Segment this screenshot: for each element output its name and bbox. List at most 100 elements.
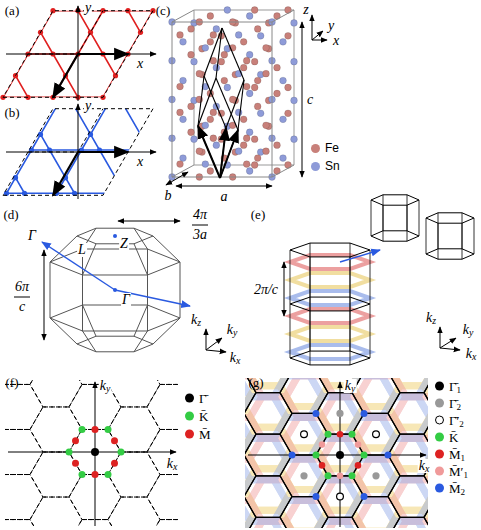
legend-text: M̄′1	[449, 465, 468, 478]
sn-atom	[202, 161, 209, 168]
legend-text: Γ̄2	[449, 397, 461, 410]
axis-label: L	[77, 243, 87, 257]
bond-triangle	[53, 54, 78, 76]
legend-entry: M̄	[185, 428, 211, 441]
surface-zone-f	[0, 339, 199, 530]
zone-edge	[50, 318, 77, 344]
ky-axis	[206, 338, 222, 350]
surface-zone-g	[202, 334, 472, 530]
fe-atom	[218, 58, 225, 65]
gamma-point	[91, 448, 99, 456]
sn-atom	[213, 64, 220, 71]
legend-swatch	[311, 144, 320, 153]
k-point	[105, 471, 112, 478]
legend-text: Γ̄1	[449, 380, 461, 393]
axis-label: 6π	[14, 280, 30, 294]
axis-label: 3a	[192, 228, 208, 242]
fe-atom	[188, 103, 195, 110]
bond-triangle	[32, 48, 50, 64]
kx-axis	[440, 348, 460, 350]
fe-atom	[177, 109, 184, 116]
legend-entry: K̄	[435, 431, 458, 444]
symbol: k	[466, 346, 472, 361]
x-axis	[6, 54, 156, 55]
bond-triangle	[50, 63, 82, 91]
crystal-structure	[166, 7, 327, 186]
k-point	[325, 472, 332, 479]
panel-label: (c)	[155, 4, 171, 17]
sn-atom	[191, 58, 198, 65]
kagome-lattice	[0, 48, 232, 265]
legend-text: Fe	[325, 142, 339, 154]
sn-atom	[235, 32, 242, 39]
zone-face	[426, 249, 474, 259]
symbol: M̄	[449, 481, 461, 496]
ky-axis	[440, 338, 456, 348]
zone-edge	[153, 236, 180, 262]
bond-triangle	[103, 54, 128, 76]
figure-stroke	[5, 380, 178, 526]
bond-triangle	[78, 32, 103, 54]
fe-atom	[207, 13, 214, 20]
figure-stroke	[0, 48, 232, 265]
fe-atom	[177, 161, 184, 168]
zone-edge	[290, 250, 291, 358]
fe-atom	[207, 38, 214, 45]
sn-atom	[180, 116, 187, 123]
fe-atom	[251, 162, 258, 169]
m-point	[111, 437, 118, 444]
m1-prime-point	[355, 441, 362, 448]
figure-stroke	[245, 378, 428, 528]
fe-atom	[274, 64, 281, 71]
zone-edge	[134, 331, 148, 352]
zone-boundary	[388, 476, 428, 518]
axis-label: ky	[99, 379, 112, 393]
fe-atom	[221, 51, 228, 58]
m1-prime-point	[319, 441, 326, 448]
fe-atom	[243, 161, 250, 168]
m-point	[72, 437, 79, 444]
panel-label: (a)	[4, 4, 20, 17]
fe-atom	[188, 26, 195, 33]
k-point	[361, 452, 368, 459]
zone-boundary	[424, 497, 428, 528]
zone-boundary	[30, 407, 82, 452]
rhombohedral-cell	[226, 80, 244, 128]
legend-entry: Fe	[311, 142, 339, 154]
k-point	[66, 449, 73, 456]
fe-atom	[177, 83, 184, 90]
bond-triangle	[0, 97, 3, 119]
lattice-site	[113, 73, 118, 78]
symbol: M̄	[449, 447, 461, 462]
fe-atom	[210, 135, 217, 142]
sn-atom	[280, 116, 287, 123]
dimension-arrow	[166, 172, 188, 185]
bond-triangle	[0, 32, 3, 54]
lattice-vector	[198, 126, 220, 178]
dimension-arrow	[118, 221, 180, 222]
sn-atom	[202, 122, 209, 129]
legend-text: M̄2	[449, 482, 465, 495]
m2-point	[361, 493, 368, 500]
reciprocal-vector	[115, 290, 190, 306]
m1-point	[319, 462, 326, 469]
dimension-arrow	[176, 186, 272, 187]
fe-atom	[285, 32, 292, 39]
legend-entry: M̄′1	[435, 465, 468, 478]
fe-atom	[263, 70, 270, 77]
symbol: k	[167, 456, 173, 471]
symbol: k	[227, 322, 233, 337]
rhombohedral-cell	[204, 28, 222, 76]
fe-atom	[254, 26, 261, 33]
m2-point	[361, 410, 368, 417]
zone-face	[290, 297, 370, 311]
m1-point	[337, 431, 344, 438]
projected-band	[290, 291, 370, 305]
zone-edge	[474, 218, 475, 254]
bond-triangle	[82, 48, 100, 64]
sn-atom	[224, 7, 231, 14]
subscript: y	[233, 327, 237, 338]
zone-edge	[419, 200, 420, 236]
zone-face	[290, 243, 370, 257]
legend-swatch	[435, 382, 444, 391]
